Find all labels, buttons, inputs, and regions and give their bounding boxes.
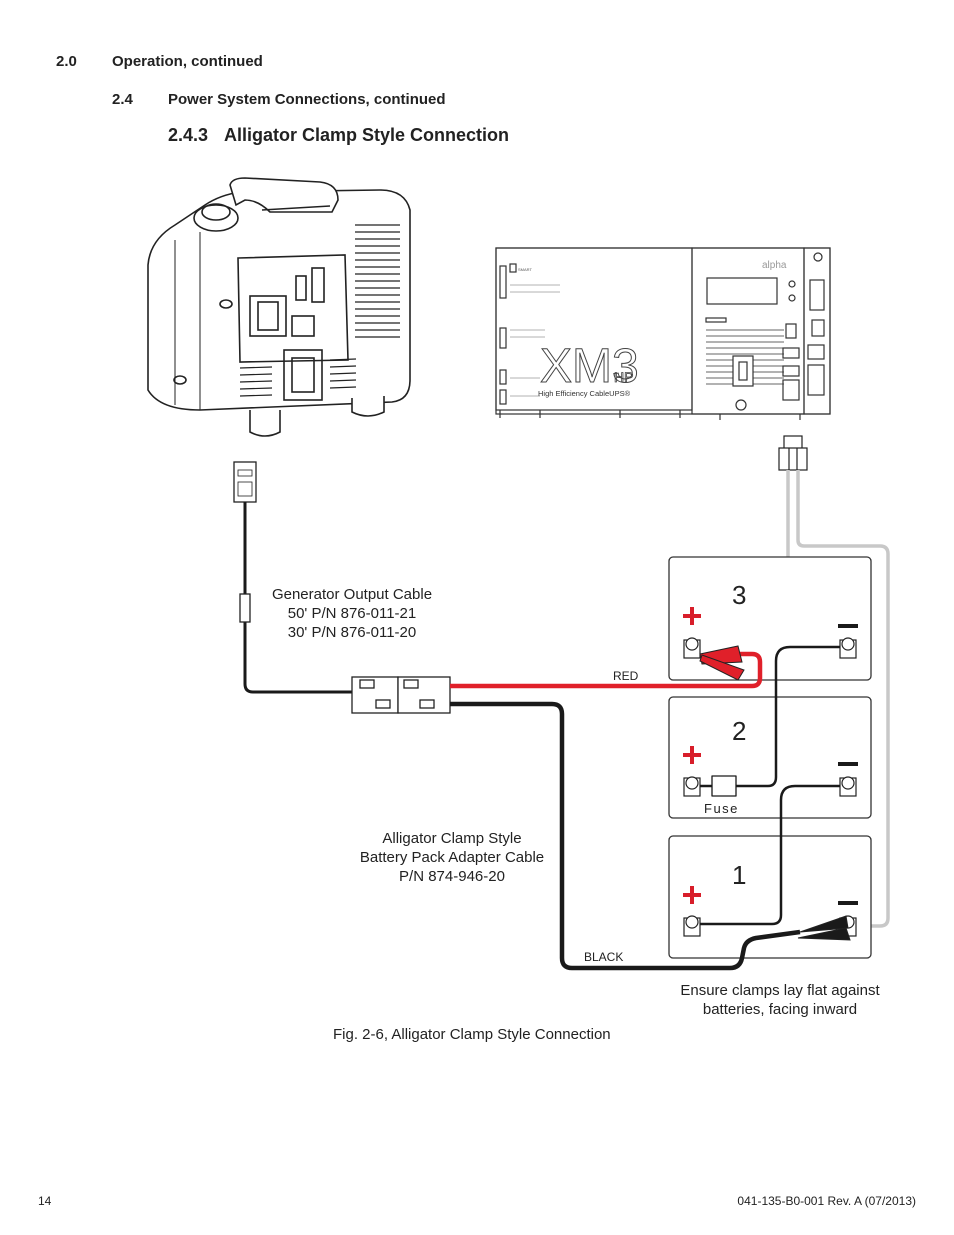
adapter-cable	[351, 645, 851, 971]
subsection-heading: 2.4 Power System Connections, continued	[112, 91, 446, 108]
generator-illustration	[147, 177, 411, 437]
xm3-ups-illustration	[495, 247, 831, 420]
clamp-orientation-note: Ensure clamps lay flat against batteries…	[670, 981, 890, 1019]
clamp-note-line2: batteries, facing inward	[702, 1001, 858, 1018]
battery-2: 2 Fuse	[668, 696, 872, 819]
adapter-cable-callout: Alligator Clamp Style Battery Pack Adapt…	[352, 829, 552, 886]
title-text: Alligator Clamp Style Connection	[224, 125, 510, 145]
generator-cable-30ft: 30' P/N 876-011-20	[287, 624, 417, 641]
adapter-cable-line2: Battery Pack Adapter Cable	[359, 849, 545, 866]
positive-terminal-icon	[683, 886, 701, 904]
subsection-number: 2.4	[112, 91, 133, 108]
red-wire-label: RED	[613, 669, 639, 683]
page-title: 2.4.3 Alligator Clamp Style Connection	[168, 125, 509, 146]
adapter-cable-partno: P/N 874-946-20	[399, 868, 505, 885]
battery-number-2: 2	[732, 716, 746, 746]
generator-cable-callout: Generator Output Cable 50' P/N 876-011-2…	[262, 585, 442, 642]
ups-panel-microtext: SMART	[518, 267, 532, 272]
section-title: Operation, continued	[112, 53, 263, 70]
figure-caption: Fig. 2-6, Alligator Clamp Style Connecti…	[333, 1026, 611, 1043]
subsection-title: Power System Connections, continued	[168, 91, 446, 108]
generator-cable-50ft: 50' P/N 876-011-21	[287, 605, 417, 622]
document-id: 041-135-B0-001 Rev. A (07/2013)	[737, 1194, 916, 1208]
positive-terminal-icon	[683, 607, 701, 625]
ups-battery-connector	[778, 435, 808, 471]
generator-cable-name: Generator Output Cable	[271, 586, 433, 603]
ups-model-text: XM3	[540, 340, 639, 393]
positive-terminal-icon	[683, 746, 701, 764]
battery-jumpers	[700, 645, 840, 926]
generator-output-cable	[233, 461, 352, 694]
adapter-cable-line1: Alligator Clamp Style	[382, 830, 522, 847]
section-heading: 2.0 Operation, continued	[56, 53, 263, 70]
black-alligator-clamp	[799, 915, 849, 933]
battery-3: 3	[668, 556, 872, 681]
section-number: 2.0	[56, 53, 77, 70]
ups-model-suffix: HP	[614, 369, 633, 385]
battery-number-1: 1	[732, 860, 746, 890]
battery-number-3: 3	[732, 580, 746, 610]
page-number: 14	[38, 1194, 52, 1208]
clamp-note-line1: Ensure clamps lay flat against	[680, 982, 880, 999]
title-number: 2.4.3	[168, 125, 209, 145]
black-wire-label: BLACK	[584, 950, 623, 964]
ups-brand-logo: alpha	[762, 260, 787, 271]
ups-tagline: High Efficiency CableUPS®	[538, 389, 631, 398]
fuse-label: Fuse	[704, 801, 739, 816]
